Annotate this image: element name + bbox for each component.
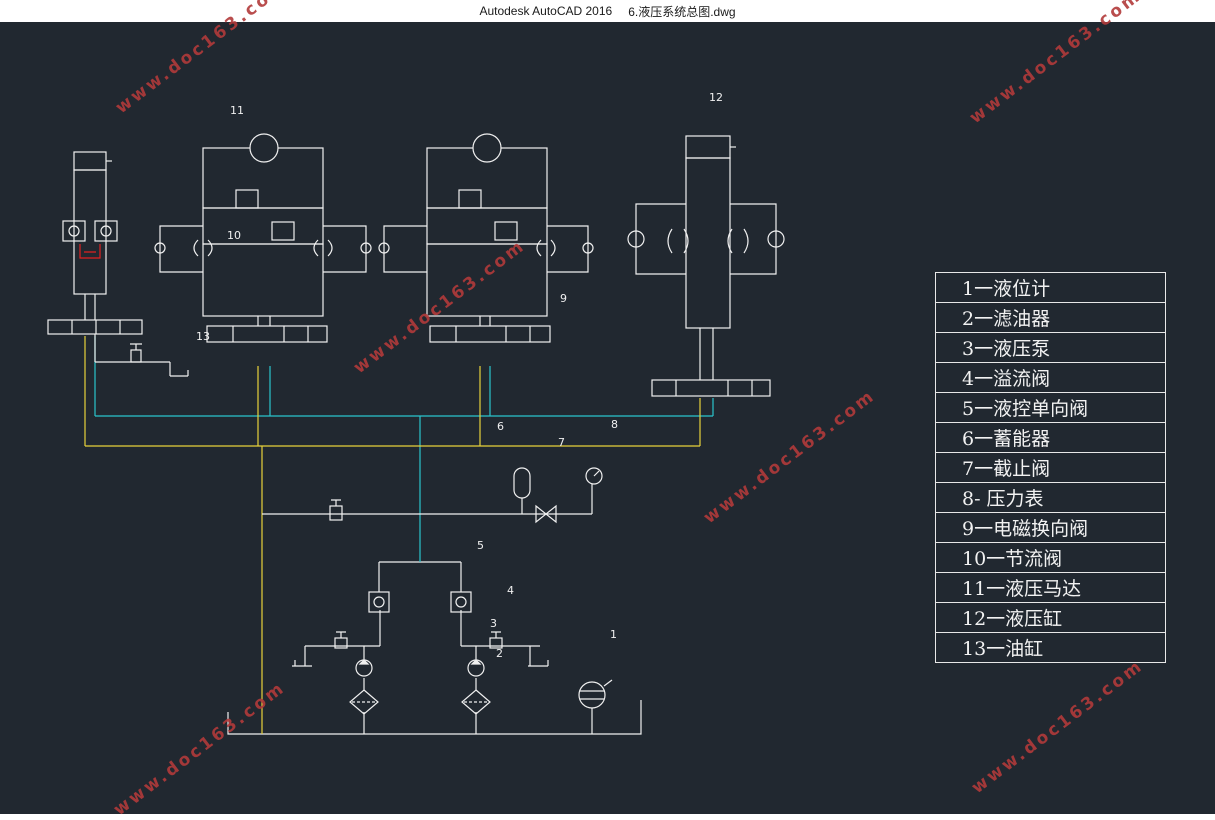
legend-row: 10一节流阀	[936, 543, 1165, 573]
callout-13: 13	[196, 330, 210, 343]
callout-6: 6	[497, 420, 504, 433]
callout-1: 1	[610, 628, 617, 641]
legend-row: 11一液压马达	[936, 573, 1165, 603]
app-name: Autodesk AutoCAD 2016	[479, 4, 613, 18]
callout-9: 9	[560, 292, 567, 305]
legend-row: 6一蓄能器	[936, 423, 1165, 453]
callout-8: 8	[611, 418, 618, 431]
legend-row: 8- 压力表	[936, 483, 1165, 513]
legend-row: 3一液压泵	[936, 333, 1165, 363]
left-actuator	[47, 151, 189, 377]
legend-row: 13一油缸	[936, 633, 1165, 663]
accumulator-branch	[262, 467, 603, 524]
pump-branch-left	[292, 562, 390, 734]
title-bar: Autodesk AutoCAD 2016 6.液压系统总图.dwg	[0, 0, 1215, 23]
callout-7: 7	[558, 436, 565, 449]
callout-12: 12	[709, 91, 723, 104]
legend-row: 9一电磁换向阀	[936, 513, 1165, 543]
right-cylinder	[627, 135, 785, 397]
return-lines	[84, 336, 701, 734]
hydraulic-schematic	[47, 133, 785, 735]
legend-row: 4一溢流阀	[936, 363, 1165, 393]
tank-return-line	[227, 679, 642, 735]
pressure-lines	[94, 336, 714, 562]
motor-circuit-b	[378, 133, 594, 343]
legend-row: 12一液压缸	[936, 603, 1165, 633]
callout-11: 11	[230, 104, 244, 117]
motor-circuit-a	[154, 133, 372, 343]
legend-row: 2一滤油器	[936, 303, 1165, 333]
callout-10: 10	[227, 229, 241, 242]
legend-table: 1一液位计 2一滤油器 3一液压泵 4一溢流阀 5一液控单向阀 6一蓄能器 7一…	[935, 272, 1166, 663]
callout-2: 2	[496, 647, 503, 660]
callout-4: 4	[507, 584, 514, 597]
pump-branch-right	[379, 561, 549, 734]
callout-3: 3	[490, 617, 497, 630]
legend-row: 5一液控单向阀	[936, 393, 1165, 423]
legend-row: 7一截止阀	[936, 453, 1165, 483]
file-name: 6.液压系统总图.dwg	[628, 4, 736, 19]
legend-row: 1一液位计	[936, 273, 1165, 303]
callout-5: 5	[477, 539, 484, 552]
